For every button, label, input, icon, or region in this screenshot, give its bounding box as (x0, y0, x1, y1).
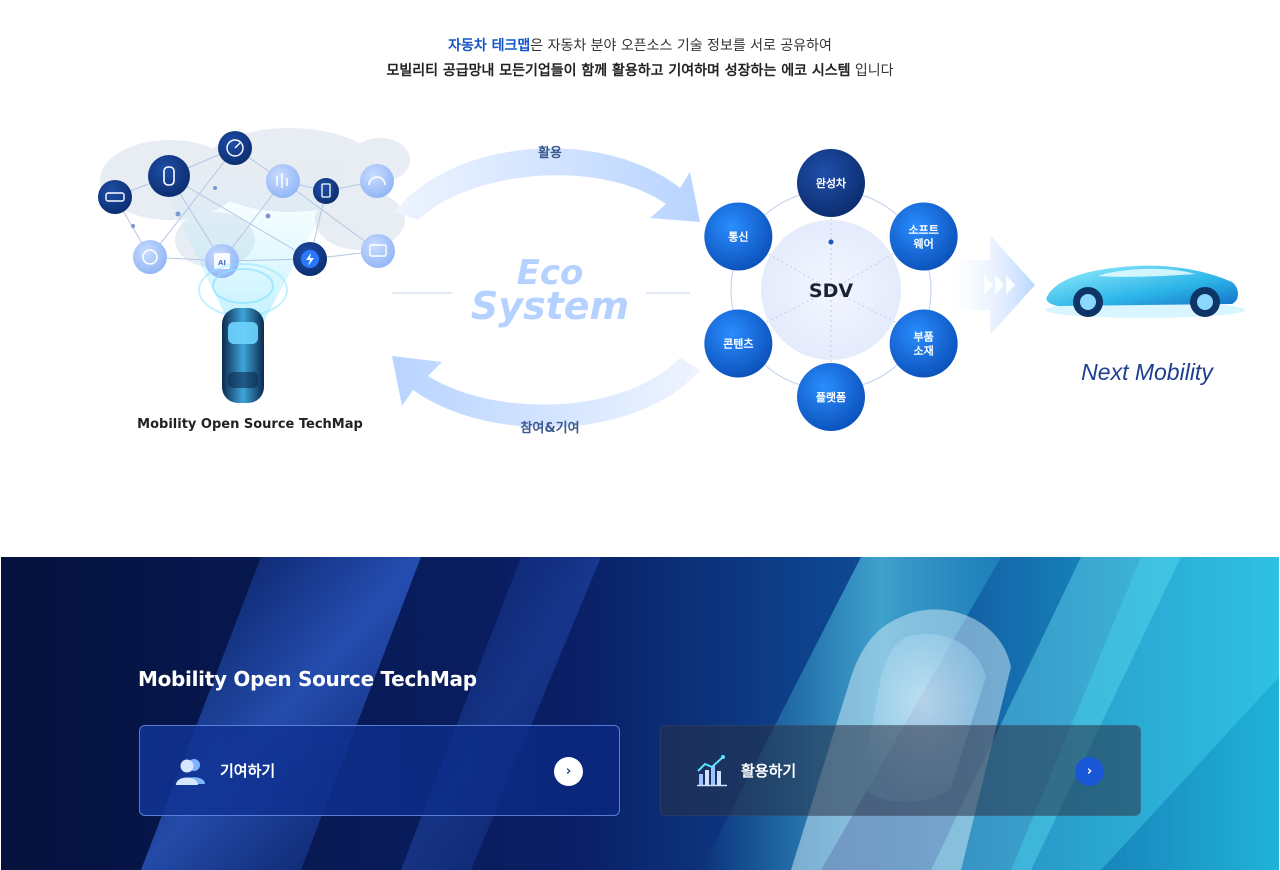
node-charger-icon (313, 178, 339, 204)
techmap-banner (1, 557, 1279, 870)
intro-line-1-rest: 은 자동차 분야 오픈소스 기술 정보를 서로 공유하여 (530, 38, 832, 54)
eco-text-line2: System (471, 284, 629, 328)
next-mobility-label: Next Mobility (1081, 359, 1214, 385)
hub-node-oem: 완성차 (797, 149, 865, 217)
hub-node-platform: 플랫폼 (797, 363, 865, 431)
node-chassis-icon (98, 180, 132, 214)
use-label: 활용하기 (741, 762, 797, 780)
arrow-top-use (395, 148, 700, 222)
network-label: Mobility Open Source TechMap (137, 417, 363, 432)
node-signal-icon (266, 164, 300, 198)
next-mobility: Next Mobility (940, 235, 1245, 385)
hub-node-software-label: 소프트 (908, 224, 938, 237)
hub-node-software-label: 웨어 (914, 237, 934, 251)
use-arrow-button[interactable]: › (1075, 757, 1104, 786)
arrow-top-label: 활용 (538, 145, 562, 161)
intro-bold: 모빌리티 공급망내 모든기업들이 함께 활용하고 기여하며 성장하는 에코 시스… (386, 63, 851, 79)
hub-node-parts-label: 부품 (914, 331, 934, 344)
connected-car-icon (198, 263, 288, 403)
intro-text: 자동차 테크맵은 자동차 분야 오픈소스 기술 정보를 서로 공유하여 모빌리티… (0, 34, 1280, 84)
techmap-network: AI Mobility Open Source TechMap (98, 128, 410, 432)
hub-center-label: SDV (809, 280, 853, 302)
ecosystem-diagram: AI Mobility Open Source TechMap 활용 참여&기여… (98, 128, 1245, 436)
node-wheel-icon (133, 240, 167, 274)
next-chevrons-icon (984, 275, 1015, 295)
ai-chip-text: AI (218, 259, 226, 267)
contribute-arrow-button[interactable]: › (554, 757, 583, 786)
node-car-icon (148, 155, 190, 197)
hub-node-parts-label: 소재 (914, 344, 934, 358)
node-dashboard-icon (361, 234, 395, 268)
intro-line-2: 모빌리티 공급망내 모든기업들이 함께 활용하고 기여하며 성장하는 에코 시스… (0, 59, 1280, 84)
eco-text-line1: Eco (517, 253, 584, 293)
use-card[interactable]: 활용하기 › (660, 725, 1141, 816)
arrow-bottom-contribute (392, 356, 700, 428)
future-car-icon (1045, 265, 1245, 318)
chart-icon (697, 755, 727, 787)
signal-beam (150, 160, 350, 325)
hub-node-telecom-label: 통신 (728, 230, 748, 244)
intro-line-2-rest: 입니다 (850, 63, 894, 79)
users-icon (176, 759, 205, 785)
banner-title: Mobility Open Source TechMap (138, 667, 477, 691)
intro-highlight: 자동차 테크맵 (448, 38, 531, 54)
contribute-card[interactable]: 기여하기 › (139, 725, 620, 816)
eco-cycle: 활용 참여&기여 Eco System (392, 145, 700, 436)
contribute-label: 기여하기 (220, 762, 276, 780)
hub-node-contents: 콘텐츠 (704, 309, 773, 378)
arrow-bottom-label: 참여&기여 (520, 420, 579, 436)
hub-node-telecom: 통신 (704, 202, 773, 271)
hub-node-oem-label: 완성차 (816, 176, 847, 190)
node-speed-icon (360, 164, 394, 198)
hub-node-contents-label: 콘텐츠 (723, 337, 753, 351)
intro-line-1: 자동차 테크맵은 자동차 분야 오픈소스 기술 정보를 서로 공유하여 (0, 34, 1280, 59)
banner-background (1, 557, 1279, 870)
hub-node-platform-label: 플랫폼 (816, 390, 846, 404)
